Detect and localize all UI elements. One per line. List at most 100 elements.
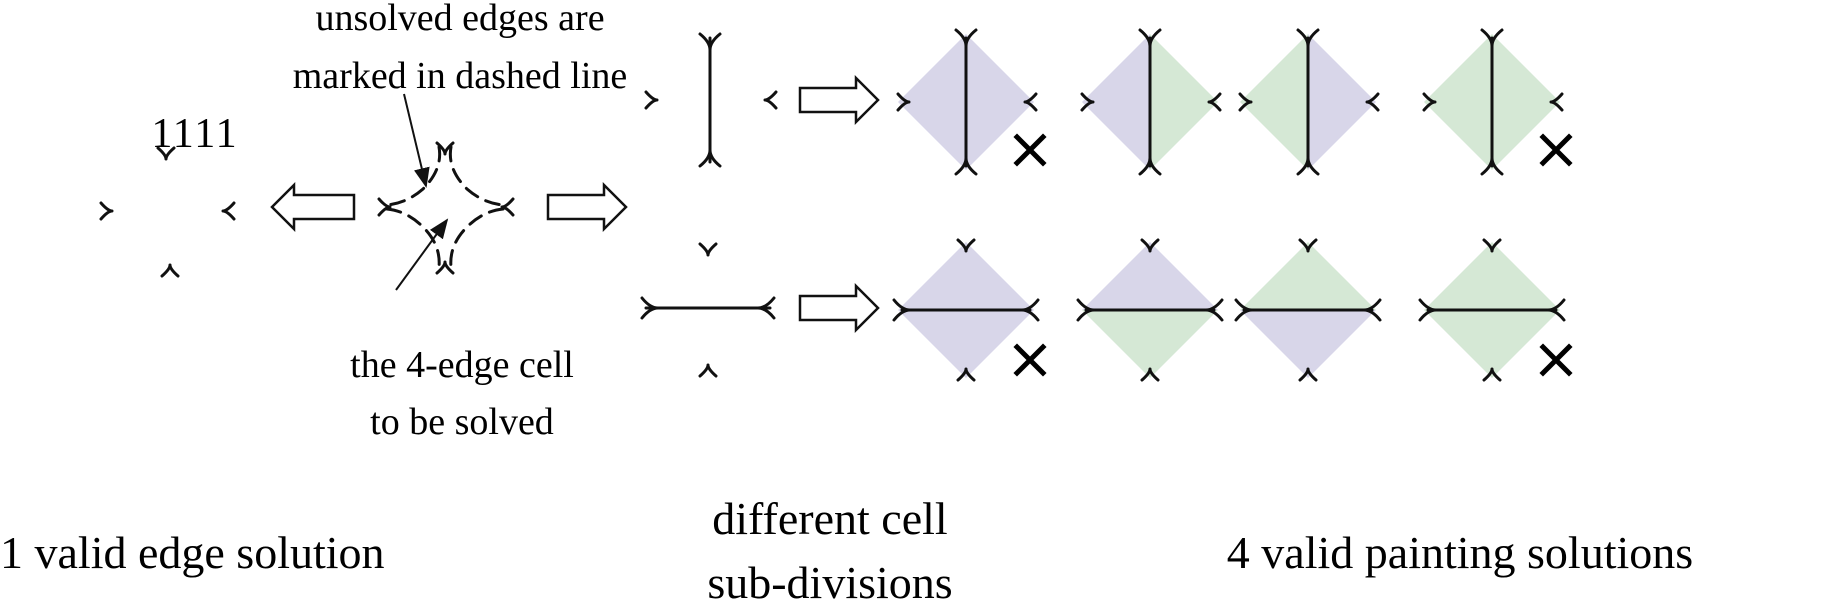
solved-edge-configuration [99, 146, 236, 278]
edge-fork-top [1480, 28, 1504, 48]
cell-stub-top [435, 141, 455, 156]
edge-fork-left [1234, 298, 1254, 322]
region-right [1492, 34, 1560, 170]
edge-fork-left [1076, 298, 1096, 322]
region-left [1082, 34, 1150, 170]
region-right [1308, 34, 1376, 170]
subdivision-fork-left [640, 296, 660, 320]
subdivision-fork-right [756, 296, 776, 320]
horizontal-subdivision [640, 242, 776, 378]
subdivision-stub-bottom [698, 363, 718, 378]
painting-vertical-2 [1080, 28, 1222, 176]
dashed-edge-top-left [385, 145, 442, 207]
region-bottom [898, 310, 1034, 378]
hollow-arrow-shape [798, 282, 880, 334]
subdivision-stub-left [644, 90, 659, 110]
invalid-x-mark [1013, 133, 1047, 167]
edge-fork-left [1418, 298, 1438, 322]
dashed-edge-top-right [448, 145, 505, 207]
edge-fork-top [954, 28, 978, 48]
painting-horizontal-2 [1076, 238, 1224, 382]
painting-horizontal-3 [1234, 238, 1382, 382]
caption-painting-solutions: 4 valid painting solutions [1226, 527, 1694, 578]
cell-note-line1: the 4-edge cell [350, 344, 574, 386]
region-left [898, 34, 966, 170]
region-bottom [1240, 310, 1376, 378]
arrow-to-subdivisions [546, 181, 628, 233]
dashed-note-line1: unsolved edges are [315, 0, 605, 39]
subdivision-fork-bottom [698, 148, 722, 168]
invalid-x-mark [1539, 133, 1573, 167]
hollow-arrow-shape [546, 181, 628, 233]
arrow-vertical-subdivision [798, 74, 880, 126]
region-top [1424, 242, 1560, 310]
region-top [1240, 242, 1376, 310]
dashed-edge-bottom-left [385, 207, 441, 269]
painted-stub-right [1365, 92, 1380, 112]
edge-fork-top [1296, 28, 1320, 48]
edge-fork-right [1362, 298, 1382, 322]
painted-stub-bottom [1298, 367, 1318, 382]
subdivision-stub-right [763, 90, 778, 110]
painted-stub-right [1549, 92, 1564, 112]
painted-stub-bottom [1482, 367, 1502, 382]
region-left [1424, 34, 1492, 170]
edge-fork-top [1138, 28, 1162, 48]
region-bottom [1082, 310, 1218, 378]
painted-stub-top [1482, 238, 1502, 253]
painting-horizontal-1 [892, 238, 1047, 382]
painting-vertical-1 [896, 28, 1047, 176]
cell-code-label: 1111 [151, 111, 239, 157]
arrow-horizontal-subdivision [798, 282, 880, 334]
subdivision-stub-top [698, 242, 718, 257]
painted-stub-bottom [956, 367, 976, 382]
painted-stub-top [1140, 238, 1160, 253]
edge-stub-top [156, 146, 176, 161]
painting-horizontal-4 [1418, 238, 1573, 382]
painting-vertical-4 [1422, 28, 1573, 176]
region-right [1150, 34, 1218, 170]
region-bottom [1424, 310, 1560, 378]
hollow-arrow-shape [798, 74, 880, 126]
dashed-edge-bottom-right [449, 207, 505, 269]
edge-fork-right [1020, 298, 1040, 322]
painted-stub-left [1238, 92, 1253, 112]
painted-stub-top [1298, 238, 1318, 253]
dashed-note-line2: marked in dashed line [292, 55, 628, 97]
cell-note-line2: to be solved [370, 401, 554, 443]
region-left [1240, 34, 1308, 170]
edge-stub-left [99, 201, 114, 221]
subdivision-fork-top [698, 32, 722, 52]
edge-fork-bottom [954, 156, 978, 176]
edge-fork-left [892, 298, 912, 322]
region-top [1082, 242, 1218, 310]
edge-fork-right [1546, 298, 1566, 322]
painted-stub-right [1023, 92, 1038, 112]
edge-stub-right [221, 201, 236, 221]
edge-fork-bottom [1296, 156, 1320, 176]
painted-stub-right [1207, 92, 1222, 112]
arrow-to-edge-solution [270, 181, 356, 233]
vertical-subdivision [644, 32, 778, 168]
region-top [898, 242, 1034, 310]
hollow-arrow-shape [270, 181, 356, 233]
cell-stub-left [377, 197, 392, 217]
painted-stub-left [896, 92, 911, 112]
edge-fork-right [1204, 298, 1224, 322]
invalid-x-mark [1539, 343, 1573, 377]
edge-fork-bottom [1480, 156, 1504, 176]
painted-stub-top [956, 238, 976, 253]
painted-stub-left [1422, 92, 1437, 112]
painting-vertical-3 [1238, 28, 1380, 176]
edge-fork-bottom [1138, 156, 1162, 176]
region-right [966, 34, 1034, 170]
invalid-x-mark [1013, 343, 1047, 377]
caption-subdivisions-line1: different cell [712, 493, 948, 544]
painted-stub-left [1080, 92, 1095, 112]
caption-subdivisions-line2: sub-divisions [707, 557, 953, 608]
pointer-to-dashed-edge [403, 93, 430, 188]
painted-stub-bottom [1140, 367, 1160, 382]
unsolved-cell [377, 141, 515, 275]
